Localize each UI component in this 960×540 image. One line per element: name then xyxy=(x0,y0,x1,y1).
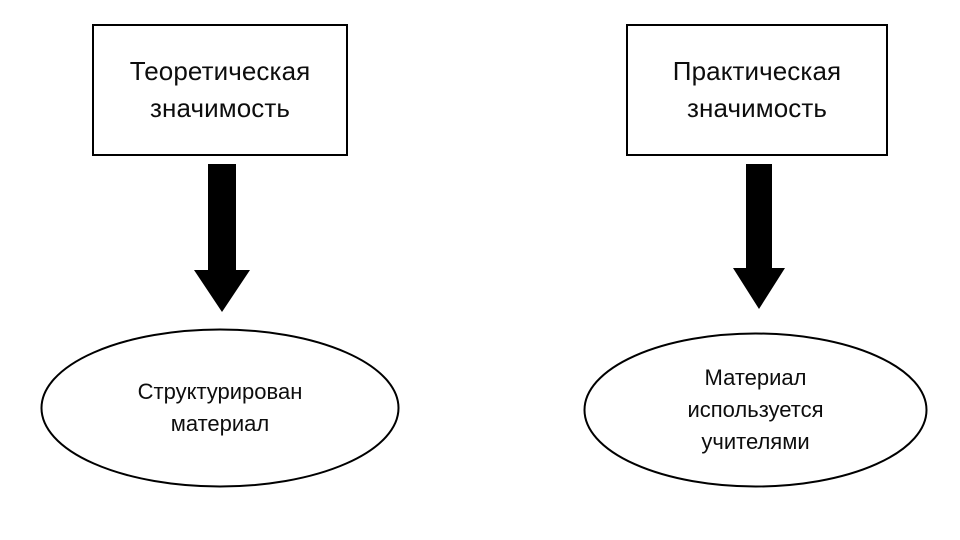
down-arrow-icon xyxy=(194,164,250,312)
node-theoretical-significance[interactable]: Теоретическая значимость xyxy=(92,24,348,156)
ellipse-shape xyxy=(40,328,400,488)
node-material-used-by-teachers[interactable]: Материал используется учителями xyxy=(583,332,928,488)
node-theoretical-significance-label: Теоретическая значимость xyxy=(129,56,311,123)
node-practical-significance-label: Практическая значимость xyxy=(672,56,842,123)
node-structured-material[interactable]: Структурирован материал xyxy=(40,328,400,488)
node-practical-significance[interactable]: Практическая значимость xyxy=(626,24,888,156)
node-material-used-by-teachers-label: Материал используется учителями xyxy=(687,365,824,454)
down-arrow-icon xyxy=(733,164,785,309)
arrow-theoretical-to-structured xyxy=(194,164,250,312)
node-structured-material-label: Структурирован материал xyxy=(137,379,303,436)
arrow-practical-to-used xyxy=(733,164,785,309)
ellipse-shape xyxy=(583,332,928,488)
